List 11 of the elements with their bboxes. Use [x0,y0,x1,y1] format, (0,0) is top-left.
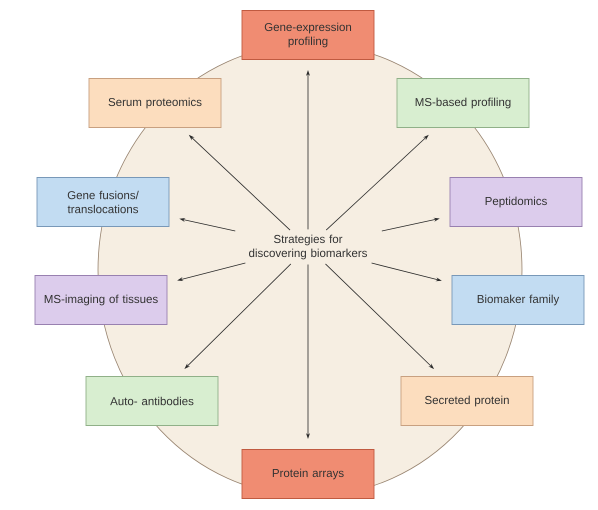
central-text: Strategies for discovering biomarkers [249,234,367,260]
strategy-box: Biomaker family [452,275,584,325]
strategy-box: Serum proteomics [88,78,222,128]
strategy-box: Gene fusions/ translocations [36,177,170,227]
strategy-box: MS-imaging of tissues [34,275,168,325]
strategy-box: Secreted protein [400,376,534,426]
strategy-box: Protein arrays [242,449,374,499]
strategy-box: MS-based profiling [396,78,530,128]
strategy-box: Gene-expression profiling [242,10,374,60]
strategy-box: Peptidomics [450,177,582,227]
strategy-box: Auto- antibodies [86,376,218,426]
